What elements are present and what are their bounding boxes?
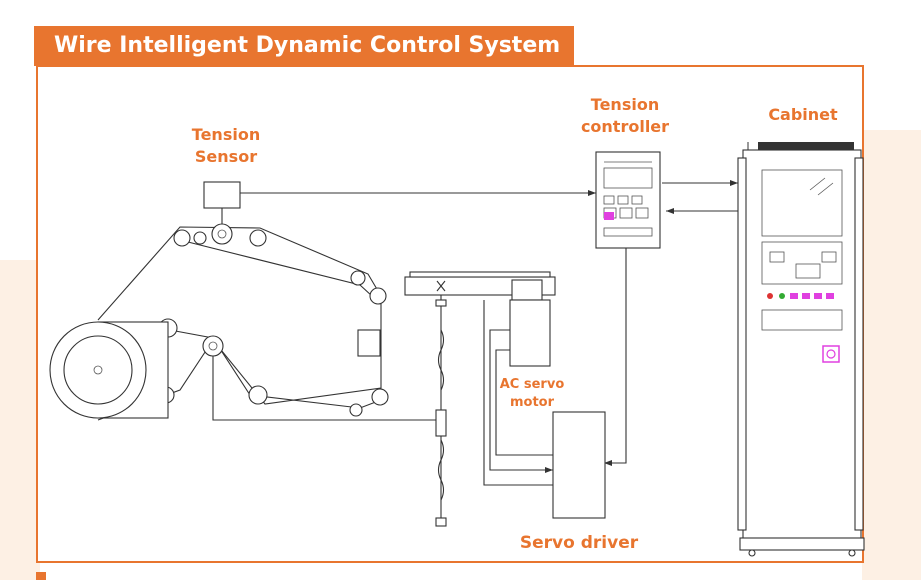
background-tint-left [0,260,40,580]
tension-sensor [203,181,241,225]
tension-controller [595,151,661,249]
servo-driver-label: Servo driver [519,533,639,553]
cabinet [737,142,865,557]
diagram-frame [36,65,864,563]
wire-reel [49,321,169,419]
ac-servo-motor-label-line1: AC servo [499,377,565,392]
tension-sensor-label-line1: Tension [191,125,261,144]
ac-servo-motor-label-line2: motor [509,395,555,410]
cabinet-label: Cabinet [768,105,838,124]
tension-controller-label-line2: controller [580,117,670,136]
rollers [157,223,389,417]
tension-controller-label-line1: Tension [590,95,660,114]
background-tint-right [862,130,921,580]
corner-marker [36,572,46,580]
tension-sensor-label-line2: Sensor [194,147,258,166]
tension-controller-label: Tension controller [570,94,680,138]
ac-servo-motor [509,279,551,367]
servo-driver [552,411,606,519]
ac-servo-motor-label: AC servo motor [492,376,572,412]
page-title: Wire Intelligent Dynamic Control System [34,26,574,66]
tension-sensor-label: Tension Sensor [186,124,266,168]
